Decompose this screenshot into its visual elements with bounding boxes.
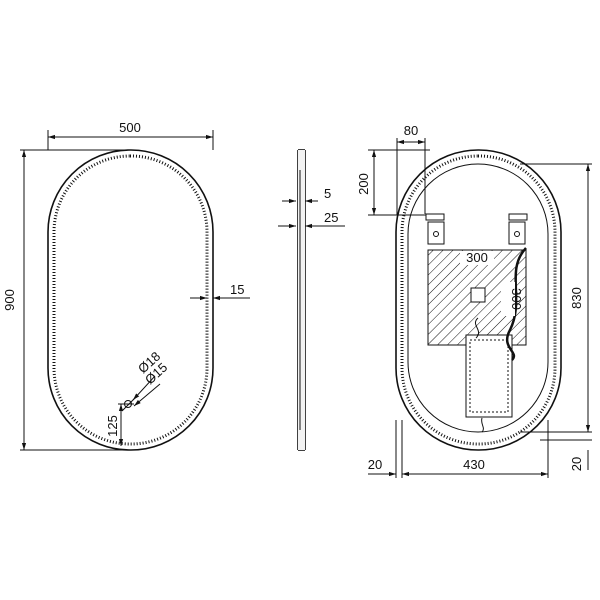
rear-led-strip <box>400 154 557 446</box>
front-view: 500 900 15 Ø18 Ø15 125 <box>2 120 250 451</box>
width-label: 500 <box>119 120 141 135</box>
height-label: 900 <box>2 289 17 311</box>
led-strip <box>52 154 209 446</box>
power-cable <box>505 247 527 361</box>
profile-depth-label: 25 <box>324 210 338 225</box>
bracket-offset-x-label: 80 <box>404 123 418 138</box>
driver-box <box>465 334 513 418</box>
rear-outline <box>395 149 562 451</box>
mounting-bracket-right <box>508 213 528 245</box>
rear-height-label: 830 <box>569 287 584 309</box>
switch-offset-label: 125 <box>105 415 120 437</box>
mounting-bracket-left <box>425 213 445 245</box>
side-view: 5 25 <box>278 149 345 451</box>
bracket-offset-y-label: 200 <box>356 173 371 195</box>
edge-label: 15 <box>230 282 244 297</box>
rear-left-gap-label: 20 <box>368 457 382 472</box>
mirror-outline <box>47 149 214 451</box>
box-height-label: 300 <box>509 288 524 310</box>
rear-width-label: 430 <box>463 457 485 472</box>
rear-inner-frame <box>407 163 549 433</box>
profile-front-label: 5 <box>324 186 331 201</box>
rear-bottom-gap-label: 20 <box>569 457 584 471</box>
side-profile <box>298 150 305 450</box>
rear-view: 300 300 80 200 830 20 430 20 <box>356 123 592 478</box>
box-width-label: 300 <box>466 250 488 265</box>
